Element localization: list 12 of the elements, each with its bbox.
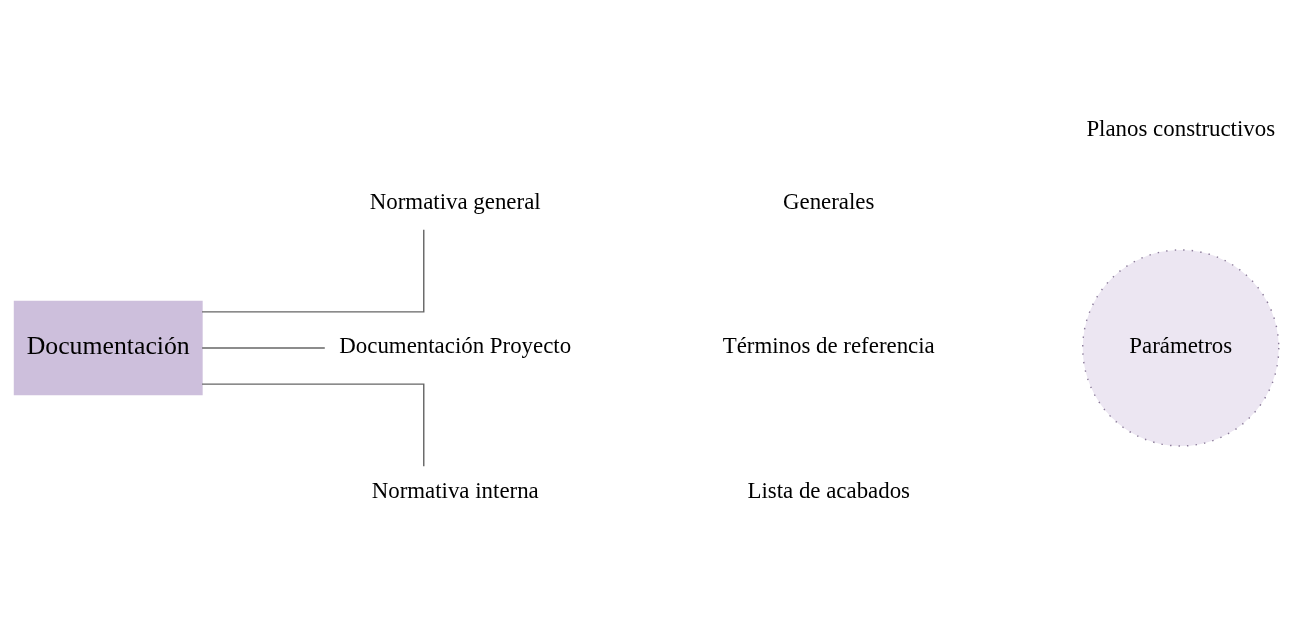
label: Lista de acabados [747, 477, 911, 503]
node-circle: Parámetros [1082, 248, 1280, 447]
node-box: Documentación [13, 300, 203, 395]
node-text: Normativa interna [371, 477, 539, 503]
label: Términos de referencia [722, 332, 935, 358]
node-text: Normativa general [369, 188, 541, 214]
connector [201, 228, 425, 313]
label: Generales [783, 188, 875, 214]
connector [201, 382, 425, 467]
node-text: Documentación Proyecto [339, 332, 572, 358]
connector [201, 346, 326, 349]
label: Planos constructivos [1086, 115, 1276, 141]
